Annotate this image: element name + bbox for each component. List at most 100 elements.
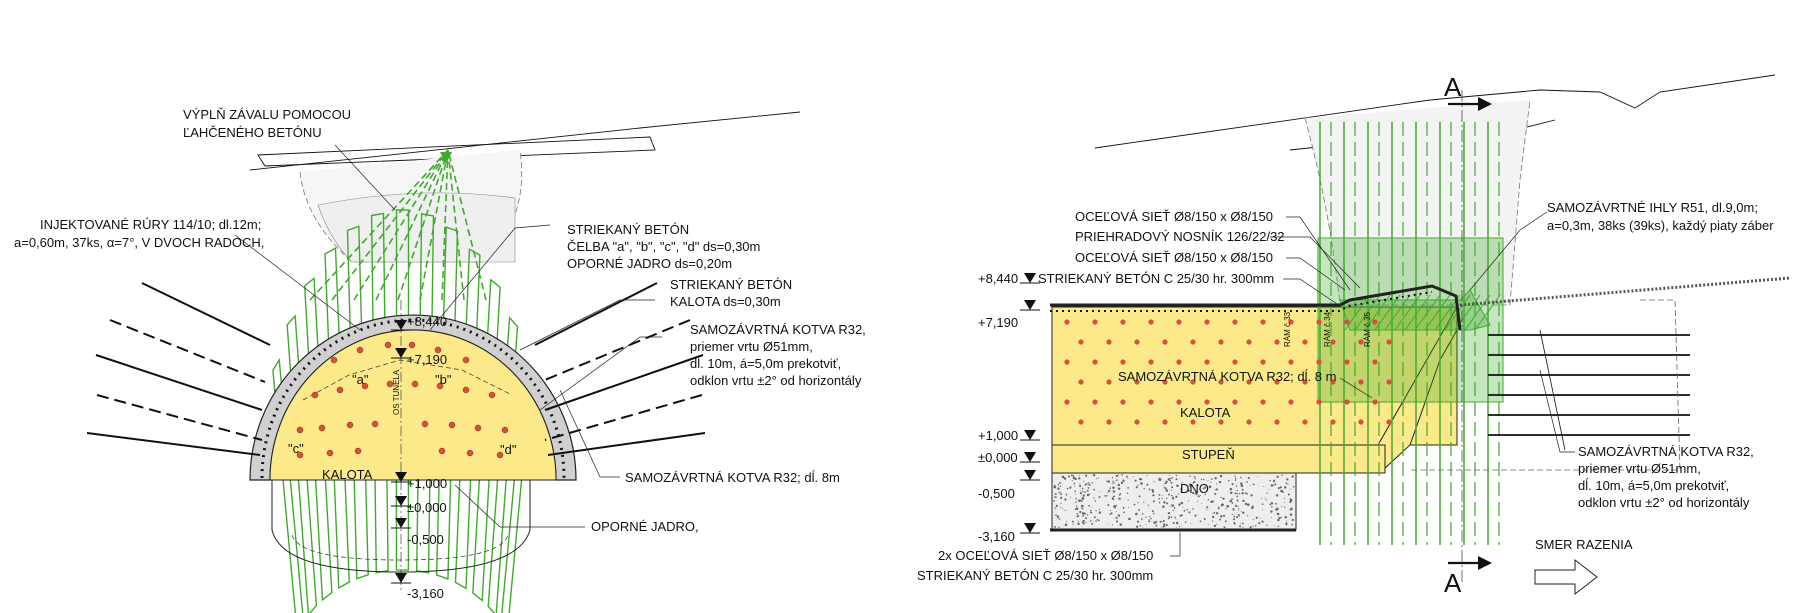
speckle-dot xyxy=(1070,474,1073,477)
speckle-dot xyxy=(1239,523,1241,525)
speckle-dot xyxy=(1240,484,1244,488)
speckle-dot xyxy=(1270,502,1274,505)
speckle-dot xyxy=(1252,483,1255,486)
speckle-dot xyxy=(1079,482,1081,484)
speckle-dot xyxy=(1123,511,1125,514)
rock-anchor-line xyxy=(544,354,704,411)
speckle-dot xyxy=(1189,485,1192,488)
speckle-dot xyxy=(1247,503,1250,506)
speckle-dot xyxy=(1266,492,1268,494)
anchor-8m-right-label: SAMOZÁVRTNÁ KOTVA R32; dĺ. 8 m xyxy=(1118,369,1336,384)
speckle-dot xyxy=(1060,493,1062,496)
speckle-dot xyxy=(1286,478,1289,481)
dno-speckle xyxy=(1053,474,1295,529)
speckle-dot xyxy=(1188,483,1192,486)
anchor-dots-right xyxy=(1064,319,1392,425)
speckle-dot xyxy=(1239,515,1241,517)
speckle-dot xyxy=(1261,520,1264,523)
level-marker xyxy=(1024,273,1036,283)
anchor-dot xyxy=(1064,319,1070,325)
speckle-dot xyxy=(1088,483,1091,486)
anchor-dot xyxy=(438,447,446,455)
speckle-dot xyxy=(1250,494,1253,497)
speckle-dot xyxy=(1109,513,1111,515)
speckle-dot xyxy=(1151,490,1155,493)
speckle-dot xyxy=(1136,525,1139,528)
speckle-dot xyxy=(1247,476,1250,480)
speckle-dot xyxy=(1119,493,1121,495)
anchor-dot xyxy=(1316,359,1322,365)
speckle-dot xyxy=(1240,476,1242,478)
speckle-dot xyxy=(1055,496,1057,498)
leader-pipes xyxy=(234,234,361,331)
speckle-dot xyxy=(1197,500,1199,502)
anchor-dot xyxy=(408,341,416,349)
injection-ray xyxy=(419,149,449,301)
shotcrete-kalota-title: STRIEKANÝ BETÓN xyxy=(670,277,792,292)
section-arrowhead-bottom xyxy=(1478,556,1492,570)
speckle-dot xyxy=(1183,509,1186,512)
kalota-right-label: KALOTA xyxy=(1180,405,1231,420)
pipes-label-2: a=0,60m, 37ks, α=7°, V DVOCH RADOCH, xyxy=(14,235,264,250)
shotcrete-label-line1: ČELBA "a", "b", "c", "d" ds=0,30m xyxy=(567,239,760,254)
level-marker xyxy=(1024,470,1036,480)
anchor-dot xyxy=(462,386,470,394)
speckle-dot xyxy=(1137,484,1139,487)
speckle-dot xyxy=(1244,492,1247,494)
level-marker xyxy=(395,348,407,358)
speckle-dot xyxy=(1278,516,1281,520)
speckle-dot xyxy=(1064,523,1068,527)
anchor-dot xyxy=(1246,339,1252,345)
speckle-dot xyxy=(1058,492,1060,494)
speckle-dot xyxy=(1170,481,1173,484)
speckle-dot xyxy=(1068,475,1071,478)
speckle-dot xyxy=(1080,504,1084,508)
speckle-dot xyxy=(1084,483,1087,486)
speckle-dot xyxy=(1285,482,1288,485)
speckle-dot xyxy=(1148,519,1150,521)
speckle-dot xyxy=(1190,522,1192,524)
speckle-dot xyxy=(1069,486,1072,489)
speckle-dot xyxy=(1055,514,1057,516)
rock-anchor-line xyxy=(547,432,706,456)
speckle-dot xyxy=(1088,504,1091,507)
anchor-dot xyxy=(371,420,379,428)
speckle-dot xyxy=(1236,495,1239,498)
speckle-dot xyxy=(1162,525,1166,528)
speckle-dot xyxy=(1086,483,1088,485)
injection-ray xyxy=(441,149,449,301)
speckle-dot xyxy=(1115,507,1117,509)
anchor-dot xyxy=(1204,359,1210,365)
speckle-dot xyxy=(1181,524,1182,525)
speckle-dot xyxy=(1098,511,1102,514)
speckle-dot xyxy=(1236,492,1238,495)
speckle-dot xyxy=(1255,516,1258,519)
anchor-dot xyxy=(1204,319,1210,325)
speckle-dot xyxy=(1283,497,1286,499)
speckle-dot xyxy=(1146,483,1149,486)
speckle-dot xyxy=(1118,474,1120,476)
anchor-dot xyxy=(1232,359,1238,365)
speckle-dot xyxy=(1158,498,1160,500)
speckle-dot xyxy=(1135,486,1138,489)
anchor-dot xyxy=(336,386,344,394)
rock-anchor-line xyxy=(95,354,263,411)
terrain-line-right xyxy=(1094,74,1776,149)
injection-ray xyxy=(397,149,449,301)
anchor-dot xyxy=(1372,399,1378,405)
hatch-line xyxy=(1374,294,1401,331)
speckle-dot xyxy=(1222,497,1225,500)
anchor-right-title: SAMOZÁVRTNÁ KOTVA R32, xyxy=(1578,444,1754,459)
speckle-dot xyxy=(1236,489,1238,492)
speckle-dot xyxy=(1181,482,1183,484)
speckle-dot xyxy=(1138,508,1141,511)
speckle-dot xyxy=(1084,491,1087,494)
speckle-dot xyxy=(1095,510,1097,512)
anchor-dot xyxy=(1302,379,1308,385)
speckle-dot xyxy=(1141,518,1143,520)
anchor-dot xyxy=(1274,379,1280,385)
speckle-dot xyxy=(1083,480,1085,482)
speckle-dot xyxy=(1163,486,1165,488)
speckle-dot xyxy=(1053,485,1057,489)
section-arrowhead-top xyxy=(1478,97,1492,111)
